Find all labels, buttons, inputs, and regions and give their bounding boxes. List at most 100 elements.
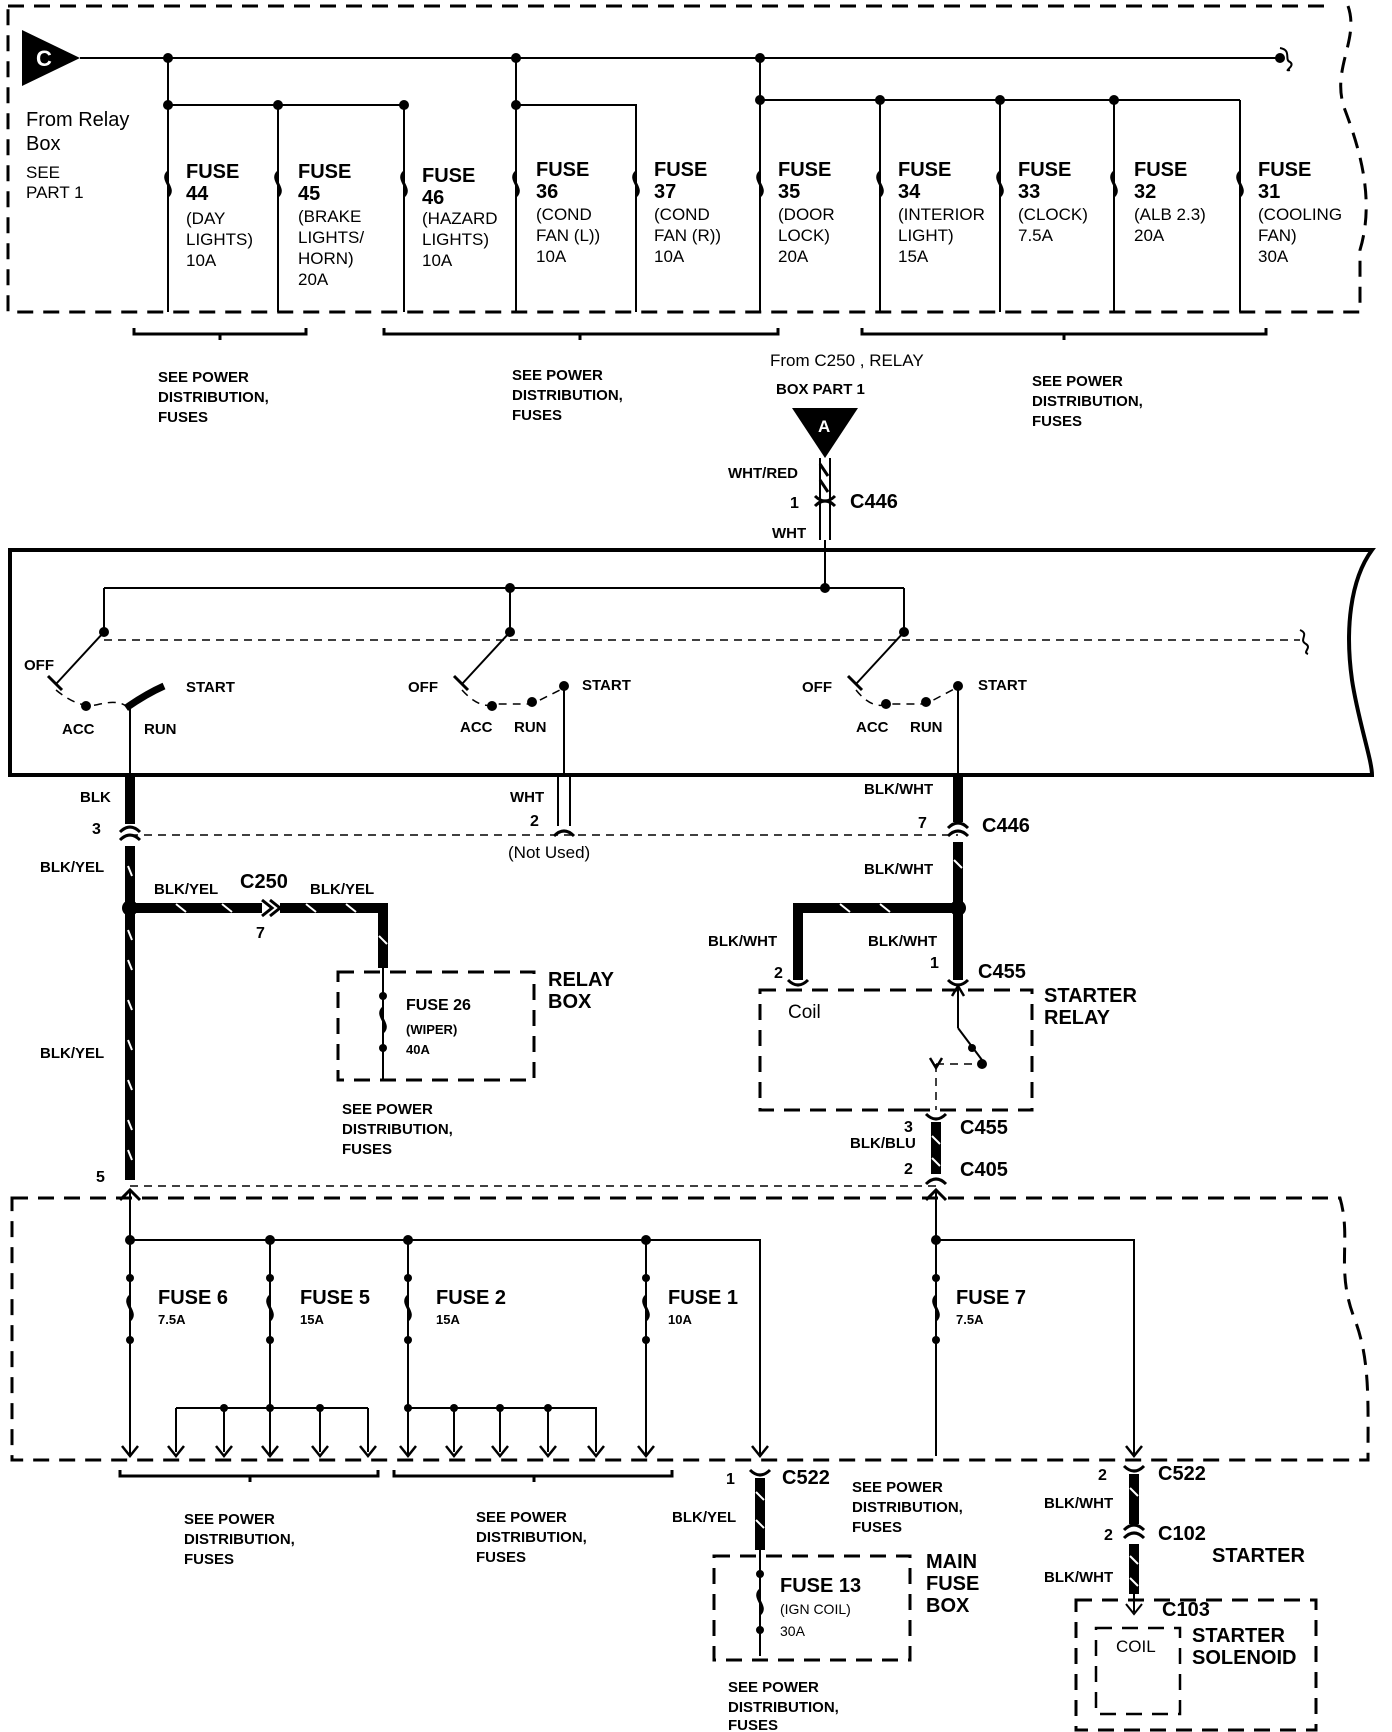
diagram-label: RELAY [1044, 1007, 1111, 1029]
diagram-label: FUSES [342, 1141, 392, 1158]
switch-start-3: START [978, 677, 1027, 694]
wire-wht-not-used: WHT 2 (Not Used) [508, 775, 590, 862]
diagram-label: SOLENOID [1192, 1647, 1296, 1669]
diagram-label: BLK/YEL [40, 859, 104, 876]
diagram-label: 20A [298, 270, 329, 289]
diagram-label: (COND [536, 205, 592, 224]
diagram-label: 31 [1258, 181, 1280, 203]
diagram-label: FUSE [1134, 159, 1187, 181]
diagram-label: FAN) [1258, 226, 1297, 245]
top-fuse-44: FUSE 44 (DAY LIGHTS) 10A [186, 161, 253, 270]
top-fuse-35: FUSE 35 (DOOR LOCK) 20A [778, 159, 835, 266]
diagram-label: 44 [186, 183, 209, 205]
connector-c103: C103 [1162, 1599, 1210, 1621]
diagram-label: FUSE [1258, 159, 1311, 181]
diagram-label: FUSE [186, 161, 239, 183]
switch-off-1: OFF [24, 657, 54, 674]
connector-c522-left: C522 [782, 1467, 830, 1489]
diagram-label: 30A [780, 1623, 806, 1639]
top-fuse-panel: C From Relay Box SEE PART 1 FUSE 44 (DAY… [6, 4, 1368, 314]
diagram-label: 15A [300, 1312, 324, 1327]
diagram-label: SEE POWER [728, 1679, 819, 1696]
wire-wht-red: WHT/RED [728, 465, 798, 482]
diagram-label: 10A [186, 251, 217, 270]
diagram-label: WHT [510, 789, 544, 806]
switch-acc-1: ACC [62, 721, 95, 738]
diagram-label: 45 [298, 183, 320, 205]
diagram-label: 32 [1134, 181, 1156, 203]
not-used-label: (Not Used) [508, 843, 590, 862]
connector-c446-bottom: C446 [982, 815, 1030, 837]
main-fuse-box-label: MAIN [926, 1551, 977, 1573]
diagram-label: DISTRIBUTION, [342, 1121, 453, 1138]
diagram-label: DISTRIBUTION, [728, 1699, 839, 1716]
see-power-2: SEE POWER [512, 367, 603, 384]
diagram-label: 34 [898, 181, 921, 203]
top-fuse-46: FUSE 46 (HAZARD LIGHTS) 10A [422, 165, 498, 270]
wire-blk-yel-left: BLK 3 BLK/YEL BLK/YEL 5 [40, 775, 142, 1186]
connector-c-triangle [22, 30, 80, 86]
starter-solenoid-label: STARTER [1192, 1625, 1286, 1647]
see-power-1: SEE POWER [158, 369, 249, 386]
diagram-label: (INTERIOR [898, 205, 985, 224]
diagram-label: 40A [406, 1042, 430, 1057]
connector-c405: C405 [960, 1159, 1008, 1181]
diagram-label: FUSES [1032, 413, 1082, 430]
fuse-6-name: FUSE 6 [158, 1287, 228, 1309]
fuse-5-name: FUSE 5 [300, 1287, 370, 1309]
diagram-label: FUSES [476, 1549, 526, 1566]
connector-c-letter: C [36, 46, 52, 71]
top-fuse-37: FUSE 37 (COND FAN (R)) 10A [654, 159, 721, 266]
diagram-label: FUSE [422, 165, 475, 187]
switch-contacts-3 [846, 674, 963, 709]
connector-c250: C250 [240, 871, 288, 893]
diagram-label: BLK/YEL [672, 1509, 736, 1526]
diagram-label: (BRAKE [298, 207, 361, 226]
top-fuse-36: FUSE 36 (COND FAN (L)) 10A [536, 159, 600, 266]
diagram-label: LOCK) [778, 226, 830, 245]
diagram-label: (IGN COIL) [780, 1601, 851, 1617]
see-power-3: SEE POWER [1032, 373, 1123, 390]
relay-box-fuse-26: FUSE 26 (WIPER) 40A RELAY BOX SEE POWER … [336, 968, 615, 1158]
switch-run-3: RUN [910, 719, 943, 736]
diagram-label: DISTRIBUTION, [1032, 393, 1143, 410]
diagram-label: (HAZARD [422, 209, 498, 228]
fuse-26-name: FUSE 26 [406, 997, 471, 1014]
diagram-label: 7.5A [158, 1312, 186, 1327]
diagram-label: DISTRIBUTION, [512, 387, 623, 404]
diagram-label: FUSES [184, 1551, 234, 1568]
diagram-label: 20A [1134, 226, 1165, 245]
diagram-label: 10A [654, 247, 685, 266]
fuse-7-name: FUSE 7 [956, 1287, 1026, 1309]
switch-contacts-1 [46, 674, 166, 711]
switch-run-2: RUN [514, 719, 547, 736]
from-c250-label: From C250 , RELAY [770, 351, 924, 370]
fuse-1-name: FUSE 1 [668, 1287, 738, 1309]
diagram-label: BLK/WHT [864, 861, 933, 878]
switch-acc-3: ACC [856, 719, 889, 736]
fuse-2-name: FUSE 2 [436, 1287, 506, 1309]
top-fuse-31: FUSE 31 (COOLING FAN) 30A [1258, 159, 1342, 266]
diagram-label: 7 [256, 925, 265, 942]
switch-off-2: OFF [408, 679, 438, 696]
diagram-label: HORN) [298, 249, 354, 268]
diagram-label: DISTRIBUTION, [184, 1531, 295, 1548]
diagram-label: 7.5A [1018, 226, 1054, 245]
diagram-label: 33 [1018, 181, 1040, 203]
bottom-fuse-panel: FUSE 6 7.5A FUSE 5 15A FUSE 2 15A FUSE 1… [10, 1187, 1370, 1462]
connector-c455-top: C455 [978, 961, 1026, 983]
diagram-label: BLK/WHT [1044, 1569, 1113, 1586]
diagram-label: SEE POWER [476, 1509, 567, 1526]
diagram-label: DISTRIBUTION, [158, 389, 269, 406]
diagram-label: (WIPER) [406, 1022, 457, 1037]
c250-branch: BLK/YEL C250 7 BLK/YEL [130, 871, 388, 968]
diagram-label: 2 [1104, 1527, 1113, 1544]
diagram-label: BLK/WHT [864, 781, 933, 798]
diagram-label: FAN (L)) [536, 226, 600, 245]
see-label: SEE [26, 163, 60, 182]
diagram-label: 2 [530, 813, 539, 830]
diagram-label: BLK/YEL [40, 1045, 104, 1062]
wire-blk-wht-right: BLK/WHT 7 C446 BLK/WHT BLK/WHT BLK/WHT 2… [708, 775, 1030, 987]
diagram-label: (COOLING [1258, 205, 1342, 224]
see-part1-label: PART 1 [26, 183, 84, 202]
